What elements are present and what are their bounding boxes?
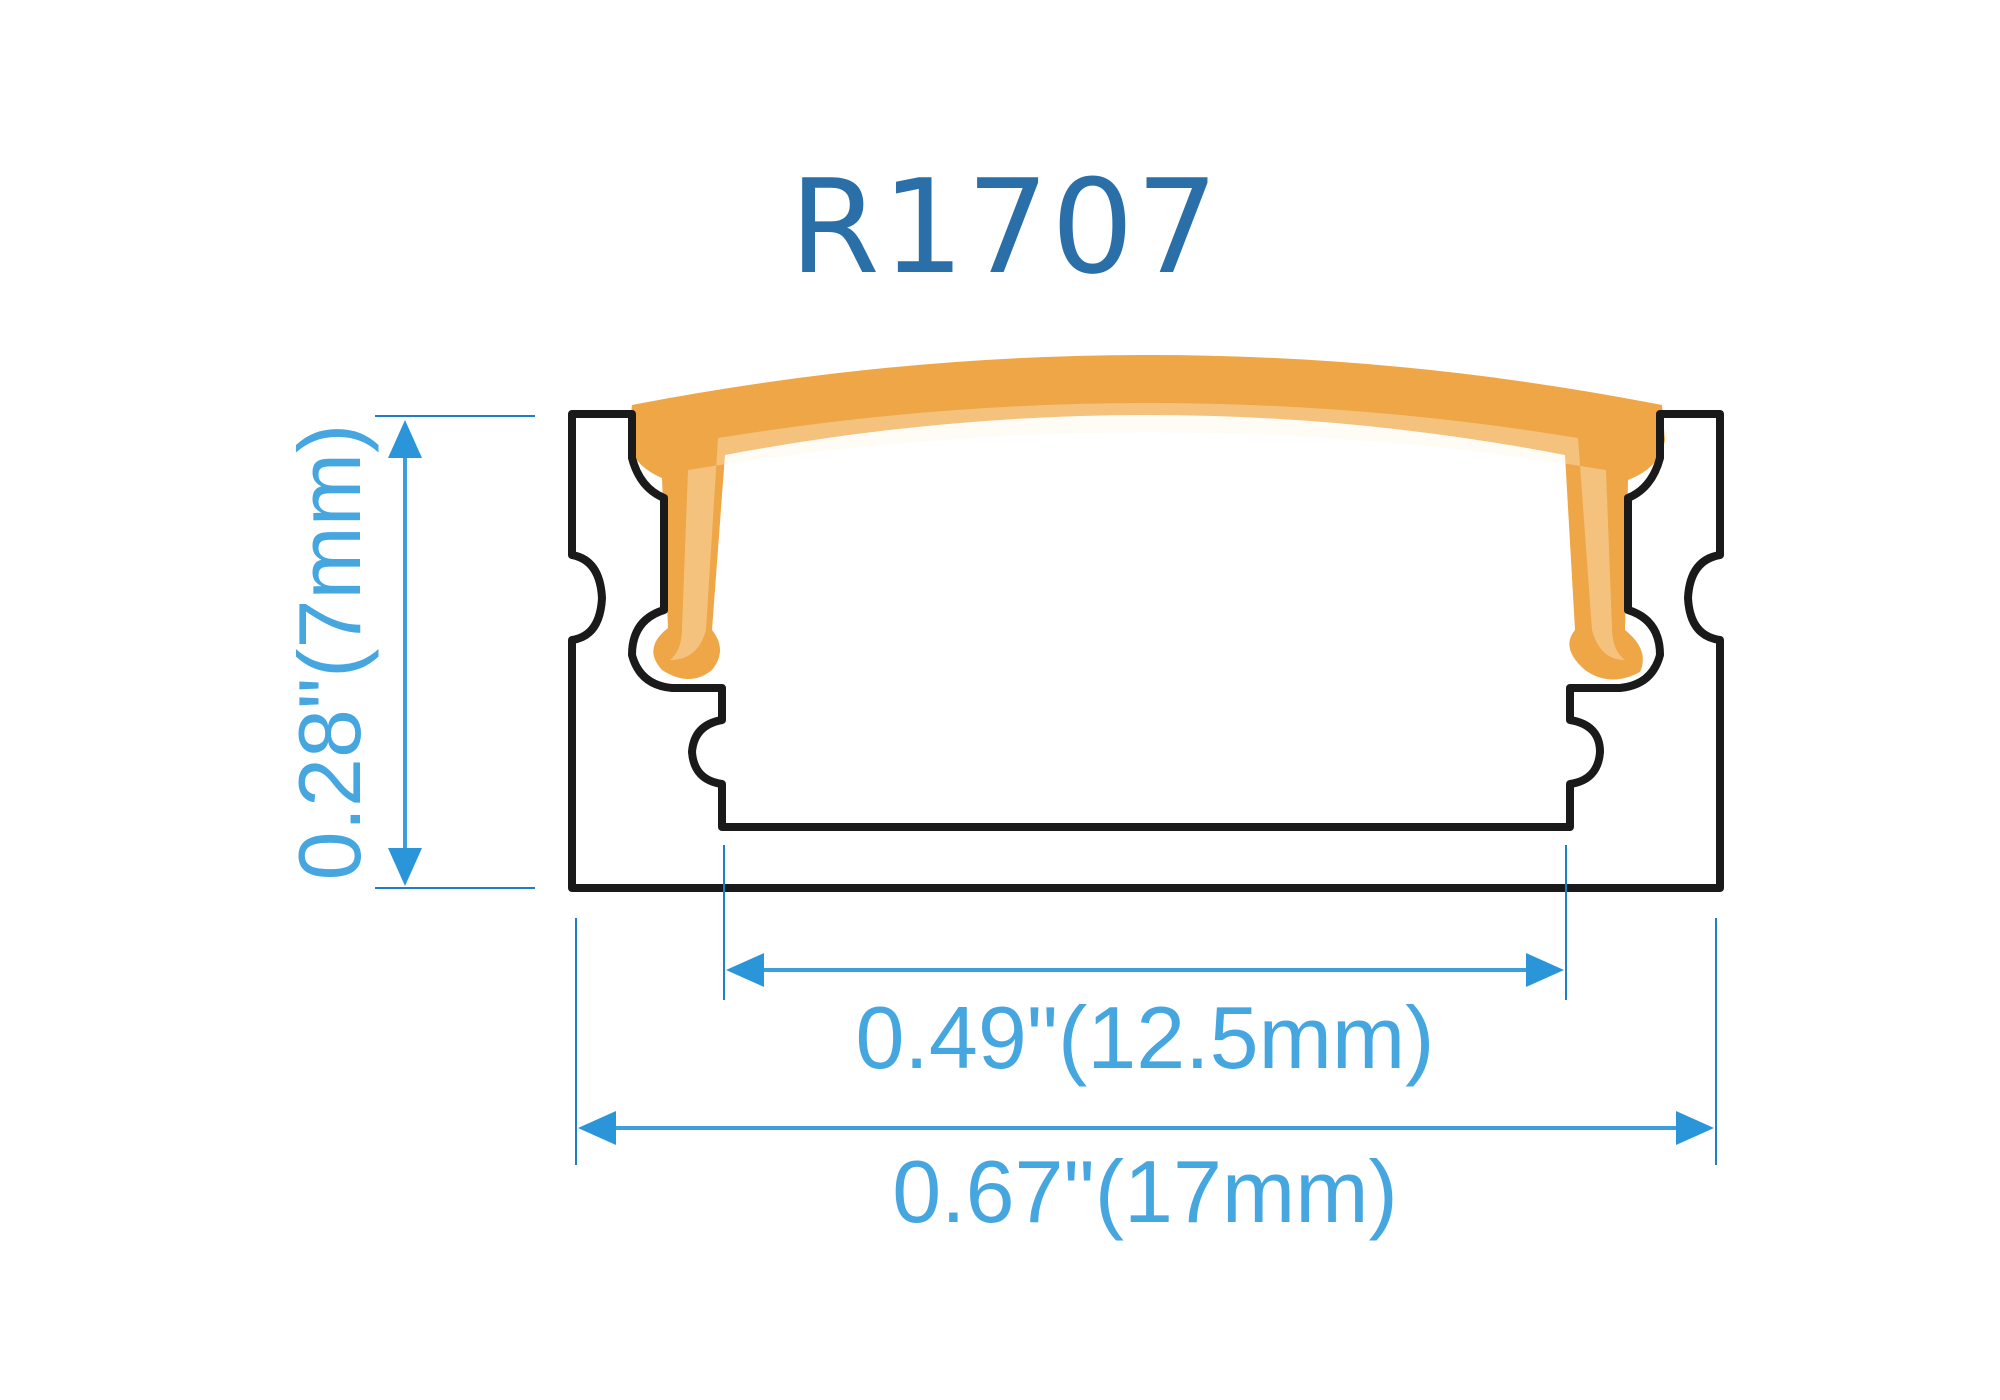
height-dimension: 0.28"(7mm) xyxy=(280,415,535,889)
outer-housing-outline xyxy=(568,410,1724,892)
aluminium-profile xyxy=(568,410,1724,892)
inner-width-dimension: 0.49"(12.5mm) xyxy=(723,845,1567,1087)
height-arrow-down xyxy=(388,848,422,886)
outer-width-arrow-right xyxy=(1676,1111,1714,1145)
inner-width-arrow-right xyxy=(1526,953,1564,987)
inner-width-label: 0.49"(12.5mm) xyxy=(855,988,1434,1087)
diffuser-cover xyxy=(628,355,1665,680)
outer-width-arrow-left xyxy=(578,1111,616,1145)
height-arrow-up xyxy=(388,420,422,458)
height-label: 0.28"(7mm) xyxy=(280,424,379,881)
product-title: R1707 xyxy=(789,151,1220,303)
outer-width-dimension: 0.67"(17mm) xyxy=(575,918,1717,1241)
inner-width-arrow-left xyxy=(726,953,764,987)
outer-width-label: 0.67"(17mm) xyxy=(892,1142,1398,1241)
